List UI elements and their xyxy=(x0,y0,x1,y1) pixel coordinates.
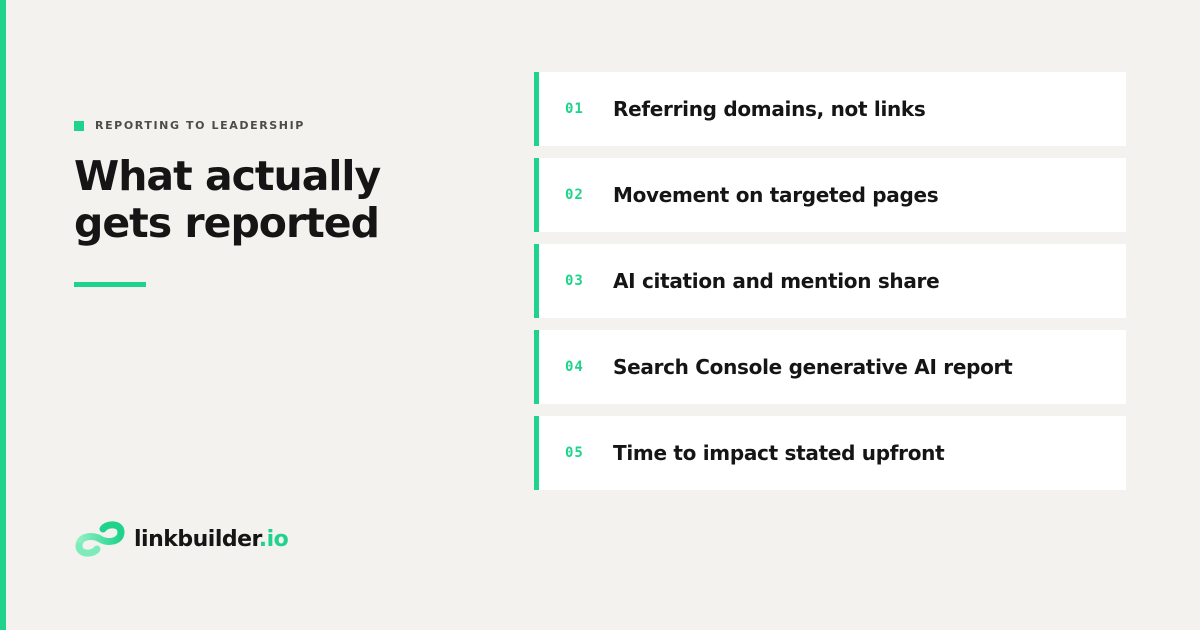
page-title-line-2: gets reported xyxy=(74,199,380,247)
brand-logo: linkbuilder.io xyxy=(74,520,289,558)
brand-name-tld: .io xyxy=(258,526,289,552)
item-label: Search Console generative AI report xyxy=(613,355,1013,379)
list-item: 02 Movement on targeted pages xyxy=(534,158,1126,232)
left-accent-bar xyxy=(0,0,6,630)
list-item: 01 Referring domains, not links xyxy=(534,72,1126,146)
item-number: 05 xyxy=(565,445,584,461)
item-number: 02 xyxy=(565,187,584,203)
eyebrow-square-icon xyxy=(74,120,84,131)
list-item: 05 Time to impact stated upfront xyxy=(534,416,1126,490)
item-number: 01 xyxy=(565,101,584,117)
item-label: Referring domains, not links xyxy=(613,97,926,121)
list-item: 03 AI citation and mention share xyxy=(534,244,1126,318)
item-label: AI citation and mention share xyxy=(613,269,940,293)
item-label: Time to impact stated upfront xyxy=(613,441,945,465)
brand-name-main: linkbuilder xyxy=(134,526,259,552)
eyebrow: REPORTING TO LEADERSHIP xyxy=(74,119,305,132)
list-item: 04 Search Console generative AI report xyxy=(534,330,1126,404)
page-title-line-1: What actually xyxy=(74,152,381,200)
report-items-list: 01 Referring domains, not links 02 Movem… xyxy=(534,72,1126,502)
item-label: Movement on targeted pages xyxy=(613,183,939,207)
item-number: 03 xyxy=(565,273,584,289)
item-number: 04 xyxy=(565,359,584,375)
eyebrow-label: REPORTING TO LEADERSHIP xyxy=(95,119,305,132)
chain-link-icon xyxy=(75,521,125,557)
page-title: What actually gets reported xyxy=(74,152,381,247)
title-underline xyxy=(74,282,146,287)
brand-name: linkbuilder.io xyxy=(134,526,289,552)
